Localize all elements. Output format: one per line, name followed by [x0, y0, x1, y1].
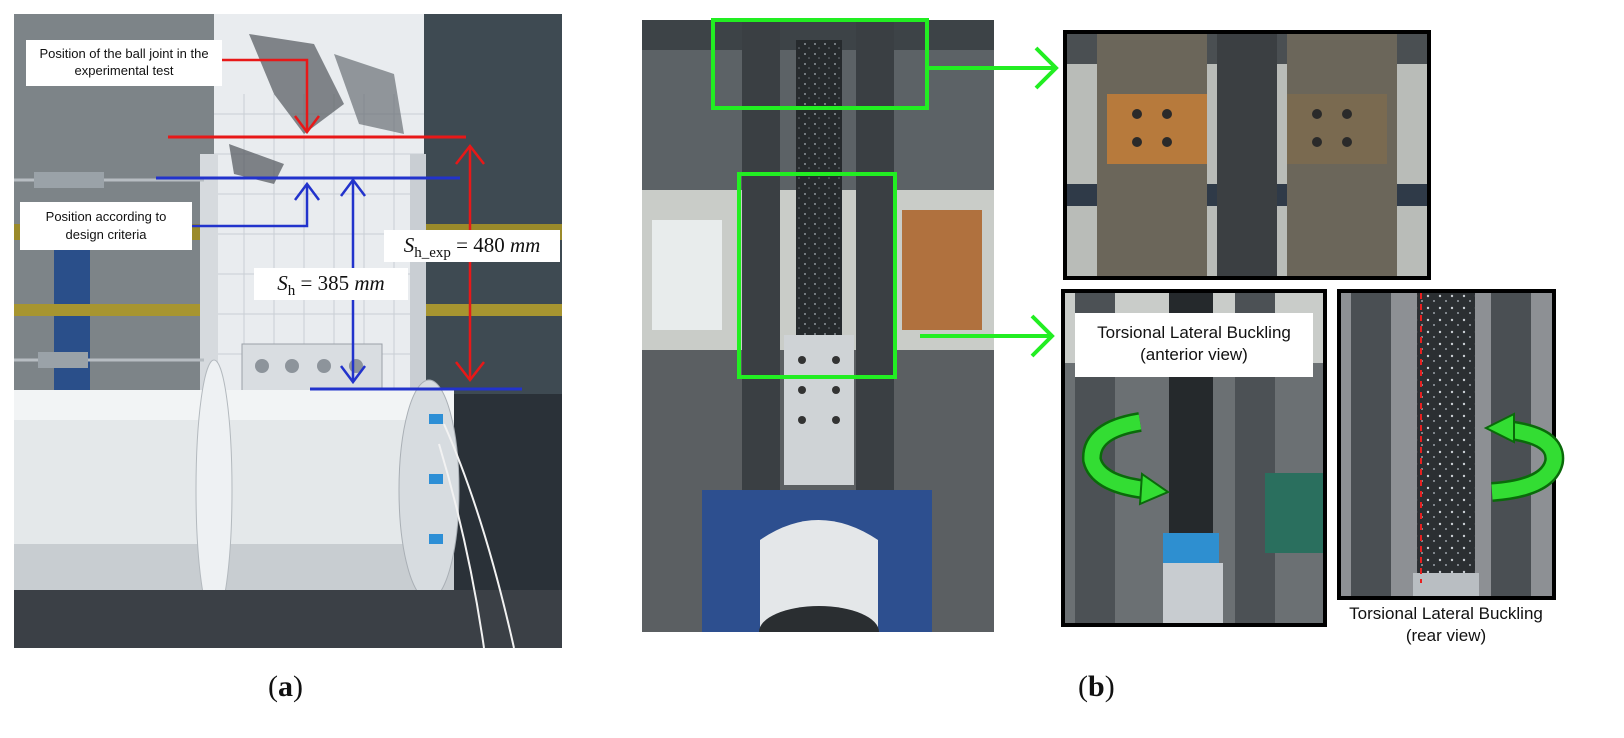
sh-exp-label: Sh_exp = 480 mm — [384, 230, 560, 262]
design-leader — [192, 186, 309, 228]
inset-top-detail — [1063, 30, 1431, 280]
inset-rear-scene — [1341, 293, 1552, 596]
ball-joint-leader — [222, 58, 309, 130]
highlight-connectors — [920, 46, 1059, 358]
highlight-box-top — [711, 18, 929, 110]
sh-exp-value: = 480 — [450, 233, 510, 257]
panel-a-annotations — [156, 58, 522, 391]
highlight-box-middle — [737, 172, 897, 379]
sh-symbol: S — [277, 271, 288, 295]
sh-value: = 385 — [295, 271, 355, 295]
ball-joint-label: Position of the ball joint in the experi… — [26, 40, 222, 86]
anterior-label-line1: Torsional Lateral Buckling — [1097, 323, 1291, 342]
sh-unit: mm — [354, 271, 385, 295]
twist-arrow-anterior-icon — [1082, 412, 1171, 506]
rear-view-label: Torsional Lateral Buckling (rear view) — [1336, 603, 1556, 647]
inset-top-scene — [1067, 34, 1427, 276]
rear-label-line1: Torsional Lateral Buckling — [1349, 604, 1543, 623]
twist-arrow-rear-icon — [1483, 412, 1565, 502]
sh-subscript: h — [287, 283, 296, 300]
sh-exp-subscript: h_exp — [414, 245, 451, 262]
anterior-label-line2: (anterior view) — [1140, 345, 1248, 364]
inset-rear-view — [1337, 289, 1556, 600]
rear-label-line2: (rear view) — [1405, 626, 1487, 645]
caption-a: (a) — [268, 670, 303, 703]
sh-exp-unit: mm — [509, 233, 541, 257]
sh-label: Sh = 385 mm — [254, 268, 408, 300]
sh-exp-symbol: S — [403, 233, 415, 257]
panel-b-main-photo — [642, 20, 994, 632]
panel-b-scene — [642, 20, 994, 632]
design-criteria-label: Position according to design criteria — [20, 202, 192, 250]
anterior-view-label: Torsional Lateral Buckling (anterior vie… — [1075, 313, 1313, 377]
caption-b: (b) — [1078, 670, 1115, 703]
